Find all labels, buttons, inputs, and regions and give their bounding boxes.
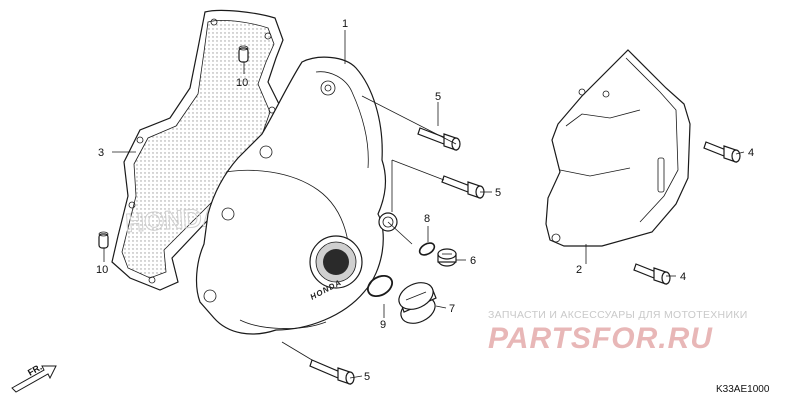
timing-hole-cap-part-6 <box>437 248 457 267</box>
front-direction-arrow: FR. <box>11 362 57 393</box>
bolt-4-lower <box>633 263 671 285</box>
bolt-5-upper <box>417 127 461 151</box>
label-part-2: 2 <box>576 264 582 276</box>
watermark-logo: PARTSFOR.RU <box>488 322 713 355</box>
o-ring-part-9 <box>366 274 394 298</box>
watermark: ЗАПЧАСТИ И АКСЕССУАРЫ ДЛЯ МОТОТЕХНИКИ PA… <box>488 309 748 355</box>
label-part-6: 6 <box>470 255 476 267</box>
bolt-5-lower <box>309 359 355 385</box>
leader-lines <box>103 30 745 379</box>
bolt-4-upper <box>703 141 741 163</box>
diagram-code: K33AE1000 <box>716 384 770 395</box>
crankcase-cover-part-1: HONDA <box>195 56 398 335</box>
dowel-pin-upper <box>238 45 249 63</box>
gasket-part-3: HONDA <box>111 9 284 291</box>
label-part-5-upper: 5 <box>435 91 441 103</box>
label-part-10-lower: 10 <box>96 264 108 276</box>
label-part-3: 3 <box>98 147 104 159</box>
label-part-5-middle: 5 <box>495 187 501 199</box>
label-part-9: 9 <box>380 319 386 331</box>
sprocket-cover-part-2 <box>545 49 691 247</box>
dowel-pin-lower <box>98 231 109 249</box>
label-part-5-lower: 5 <box>364 371 370 383</box>
watermark-tagline: ЗАПЧАСТИ И АКСЕССУАРЫ ДЛЯ МОТОТЕХНИКИ <box>488 309 748 321</box>
label-part-1: 1 <box>342 18 348 30</box>
callout-labels: 1 2 3 4 4 5 5 5 6 7 8 9 10 10 <box>96 18 754 383</box>
label-part-4-lower: 4 <box>680 271 686 283</box>
bolt-5-middle <box>441 175 485 199</box>
label-part-7: 7 <box>449 303 455 315</box>
label-part-10-upper: 10 <box>236 77 248 89</box>
label-part-8: 8 <box>424 213 430 225</box>
crankshaft-hole-cap-part-7 <box>398 282 437 324</box>
label-part-4-upper: 4 <box>748 147 754 159</box>
o-ring-part-8 <box>418 242 436 256</box>
